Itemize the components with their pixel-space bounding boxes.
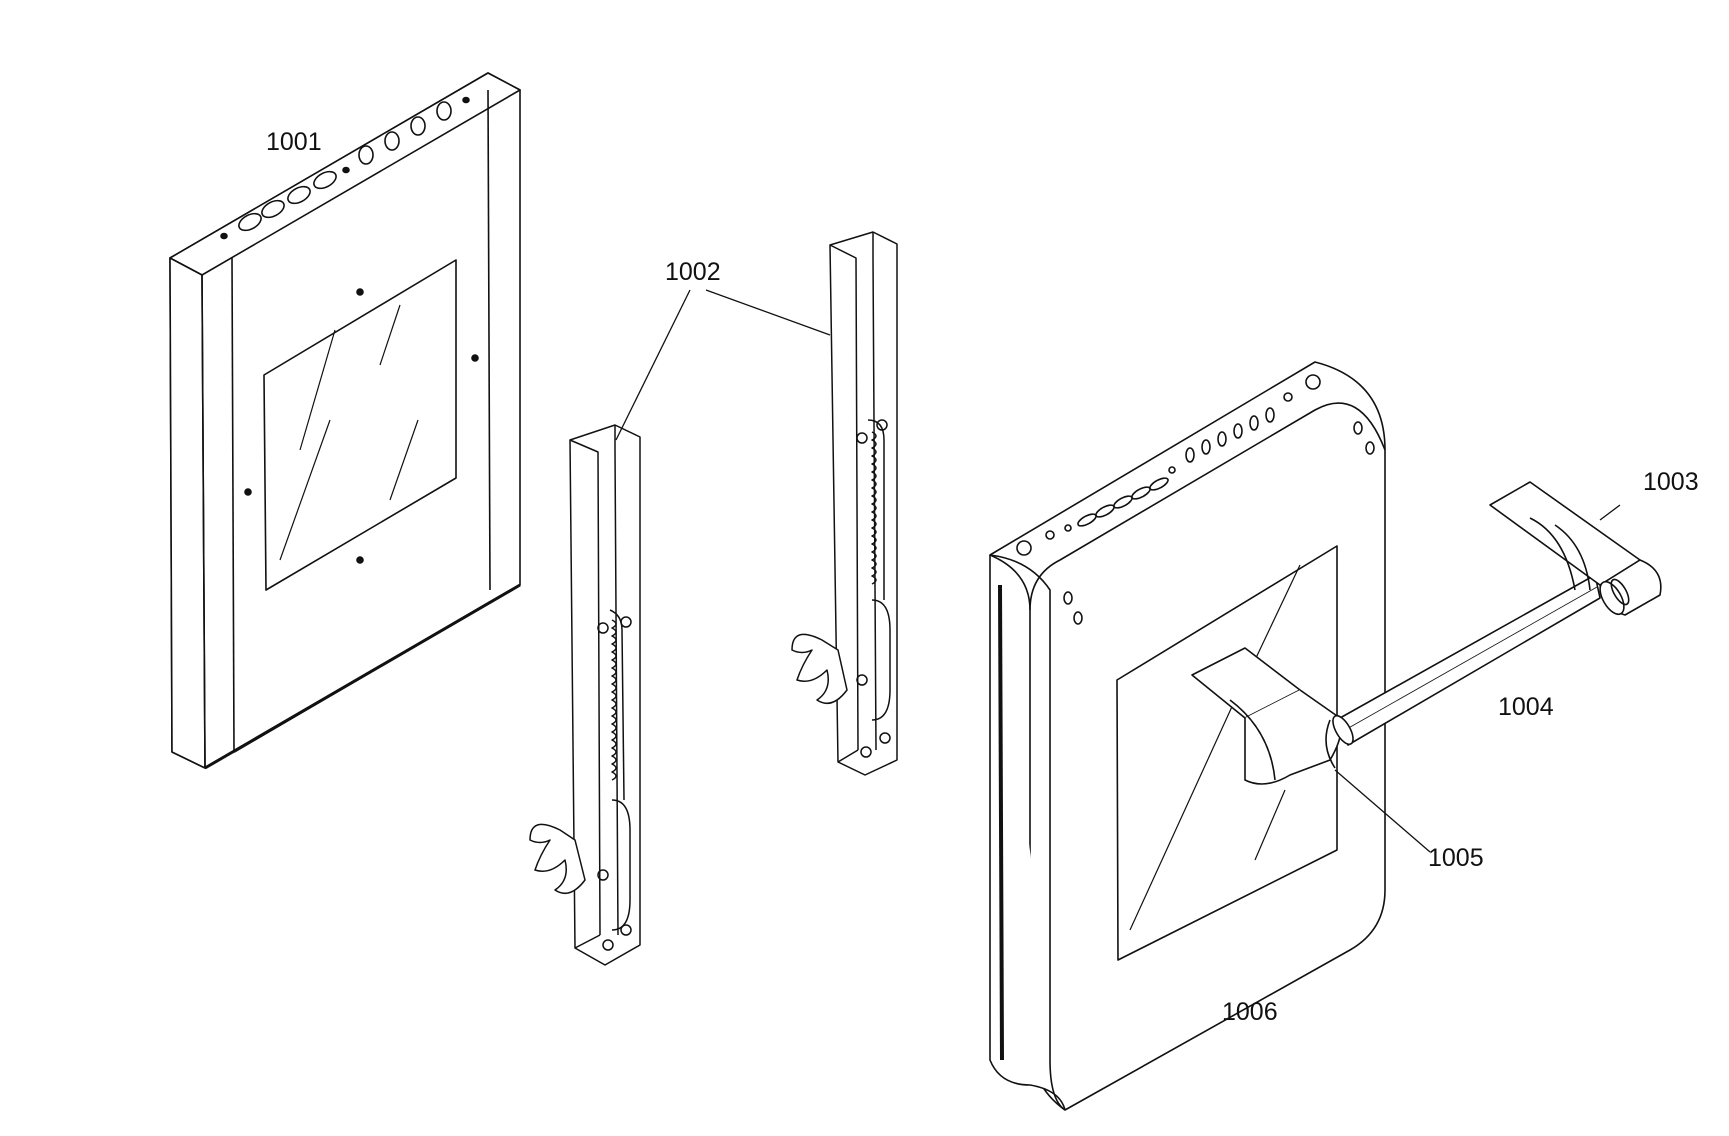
leader-1003: [1599, 504, 1621, 521]
leader-1002-right: [705, 289, 831, 336]
leader-1002-left: [615, 289, 691, 441]
label-1001: 1001: [266, 128, 322, 156]
label-1002: 1002: [665, 258, 721, 286]
reference-numerals: 1001 1002 1003 1004 1005 1006: [266, 128, 1699, 1026]
label-1006: 1006: [1222, 998, 1278, 1026]
label-1005: 1005: [1428, 844, 1484, 872]
door-handle: [1192, 482, 1661, 784]
label-1003: 1003: [1643, 468, 1699, 496]
door-inner-panel: [170, 73, 520, 768]
leader-lines: [615, 289, 1621, 853]
hinge-right: [792, 232, 897, 775]
leader-1005: [1334, 769, 1431, 853]
label-1004: 1004: [1498, 693, 1554, 721]
hinge-left: [530, 425, 640, 965]
door-outer-panel: [990, 362, 1385, 1110]
